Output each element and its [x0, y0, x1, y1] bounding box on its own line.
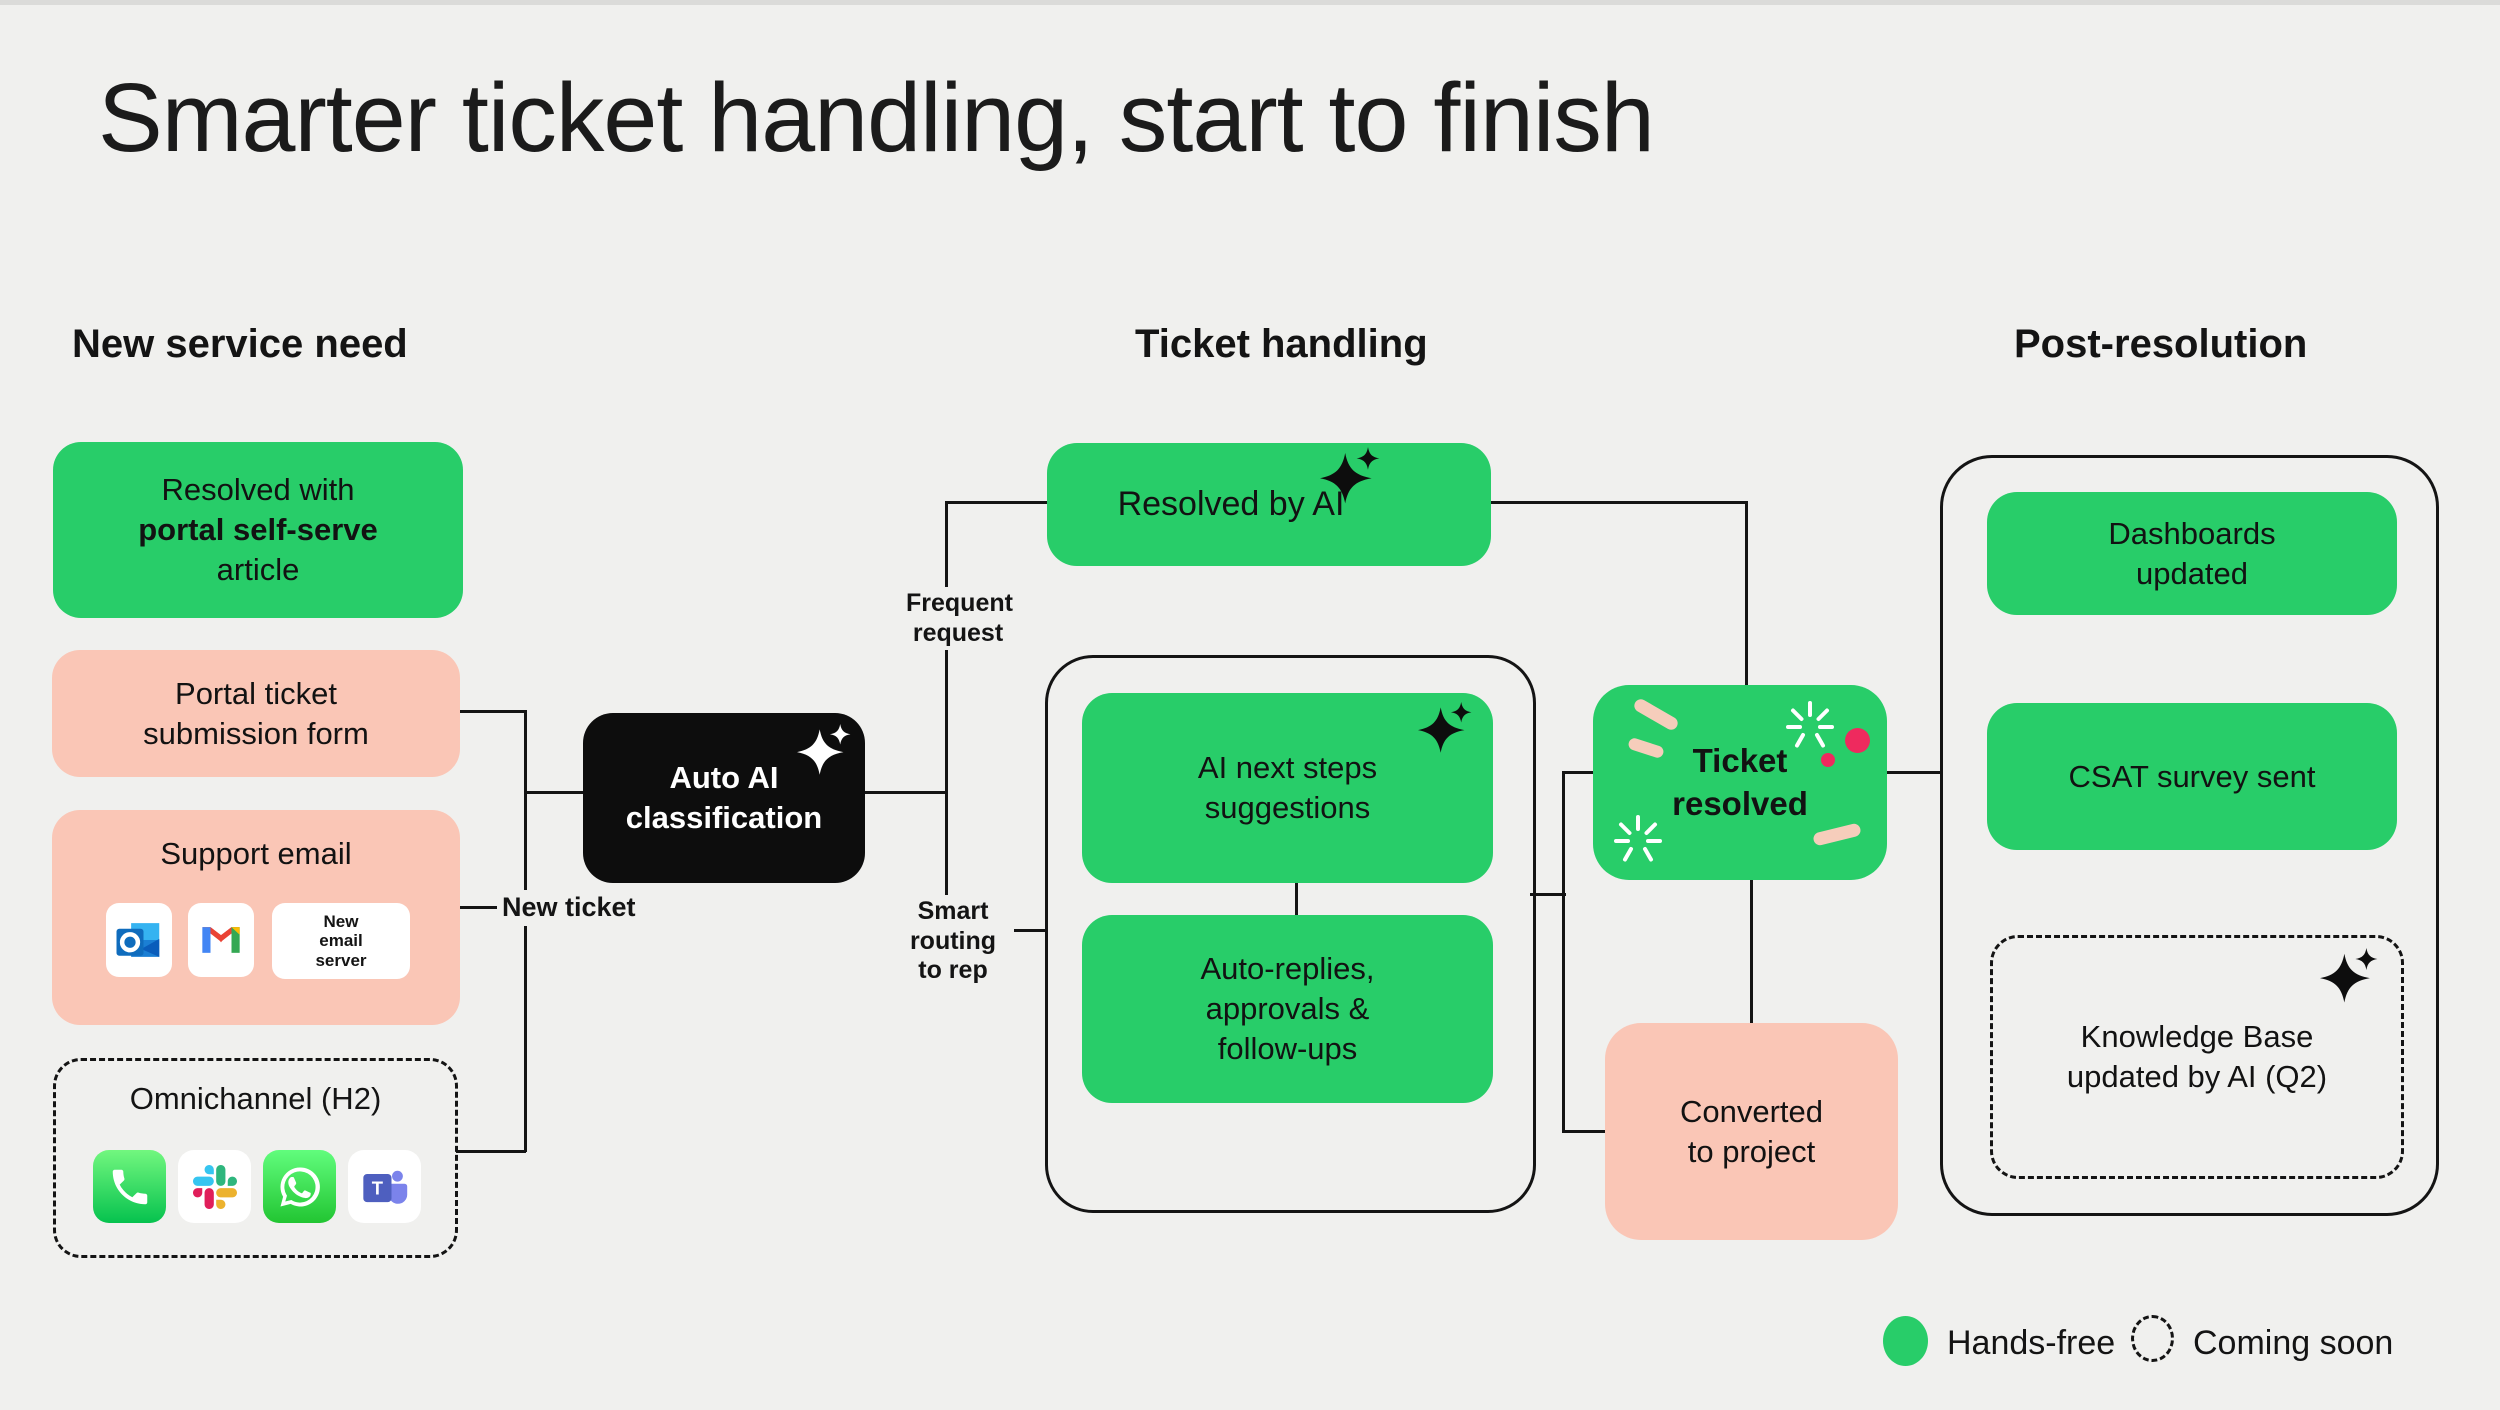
connector-ticket-vertical [1562, 771, 1565, 1133]
teams-letter: T [371, 1177, 383, 1198]
connector-into-auto-ai [525, 791, 585, 794]
legend-hands-free-label: Hands-free [1947, 1324, 2116, 1362]
node-ai-next-steps: AI next steps suggestions [1082, 693, 1493, 883]
outlook-icon [106, 903, 172, 977]
node-text: Knowledge Base updated by AI (Q2) [2066, 1019, 2328, 1094]
connector-auto-ai-out [863, 791, 948, 794]
starburst-icon [1785, 700, 1835, 750]
node-text: Auto-replies, approvals & follow-ups [1200, 951, 1375, 1066]
connector-frequent-request [945, 501, 1047, 504]
node-text: Resolved with [161, 472, 355, 508]
node-text: Omnichannel (H2) [129, 1081, 382, 1116]
confetti-dot [1821, 753, 1835, 767]
legend-coming-soon-label: Coming soon [2193, 1324, 2394, 1362]
top-border [0, 0, 2500, 5]
sparkle-icon [1418, 702, 1472, 756]
node-text: AI next steps suggestions [1197, 750, 1378, 825]
teams-icon: T [348, 1150, 421, 1223]
node-portal-ticket-form: Portal ticket submission form [52, 650, 460, 777]
node-ticket-resolved: Ticket resolved [1593, 685, 1887, 880]
connector-portal-form-out [460, 710, 526, 713]
legend-hands-free-dot [1883, 1316, 1928, 1366]
column-header-post-resolution: Post-resolution [2014, 322, 2308, 366]
connector-left-vertical [524, 710, 527, 1152]
connector-ticket-right [1885, 771, 1942, 774]
edge-label-new-ticket: New ticket [497, 890, 641, 926]
gmail-icon [188, 903, 254, 977]
node-omnichannel: Omnichannel (H2) [53, 1058, 458, 1258]
connector-into-ticket [1562, 771, 1595, 774]
node-text: Converted to project [1679, 1093, 1824, 1169]
connector-between-handling-nodes [1295, 883, 1298, 915]
node-csat-survey: CSAT survey sent [1987, 703, 2397, 850]
sparkle-icon [2320, 948, 2378, 1006]
node-text: Portal ticket submission form [143, 675, 369, 751]
node-dashboards-updated: Dashboards updated [1987, 492, 2397, 615]
node-resolved-by-ai: Resolved by AI [1047, 443, 1491, 566]
column-header-new-service-need: New service need [72, 322, 408, 366]
post-resolution-container [1940, 455, 2439, 1216]
node-auto-replies: Auto-replies, approvals & follow-ups [1082, 915, 1493, 1103]
node-text: Resolved by AI [1117, 484, 1345, 523]
node-text: Ticket resolved [1672, 742, 1808, 822]
starburst-icon [1613, 814, 1663, 864]
phone-icon [93, 1150, 166, 1223]
whatsapp-icon [263, 1150, 336, 1223]
sparkle-icon [797, 724, 851, 778]
node-text: CSAT survey sent [2068, 758, 2316, 794]
node-text: Auto AI classification [625, 760, 823, 835]
confetti-dot [1845, 728, 1870, 753]
node-knowledge-base: Knowledge Base updated by AI (Q2) [1990, 935, 2404, 1179]
page-title: Smarter ticket handling, start to finish [98, 63, 1655, 172]
connector-mid-vertical [945, 501, 948, 932]
connector-resolved-ai-right [1491, 501, 1748, 504]
new-email-server-tile: New email server [272, 903, 410, 979]
node-text: article [216, 551, 300, 587]
column-header-ticket-handling: Ticket handling [1135, 322, 1428, 366]
legend-coming-soon-dot [2131, 1315, 2174, 1362]
slack-icon [178, 1150, 251, 1223]
new-email-server-label: New email server [315, 911, 367, 970]
connector-into-converted [1562, 1130, 1607, 1133]
node-text: Support email [160, 836, 352, 871]
connector-container-out [1530, 893, 1566, 896]
sparkle-icon [1320, 447, 1380, 507]
node-resolved-portal-self-serve: Resolved with portal self-serve article [53, 442, 463, 618]
connector-ticket-down [1750, 878, 1753, 1025]
ticket-handling-container [1045, 655, 1536, 1213]
connector-omnichannel-out [456, 1150, 526, 1153]
edge-label-smart-routing: Smart routing to rep [892, 895, 1014, 988]
connector-support-email-out [460, 906, 502, 909]
node-converted-to-project: Converted to project [1605, 1023, 1898, 1240]
connector-down-to-ticket [1745, 501, 1748, 687]
node-text-bold: portal self-serve [138, 512, 378, 548]
edge-label-frequent-request: Frequent request [901, 587, 1015, 650]
node-text: Dashboards updated [2108, 515, 2276, 591]
